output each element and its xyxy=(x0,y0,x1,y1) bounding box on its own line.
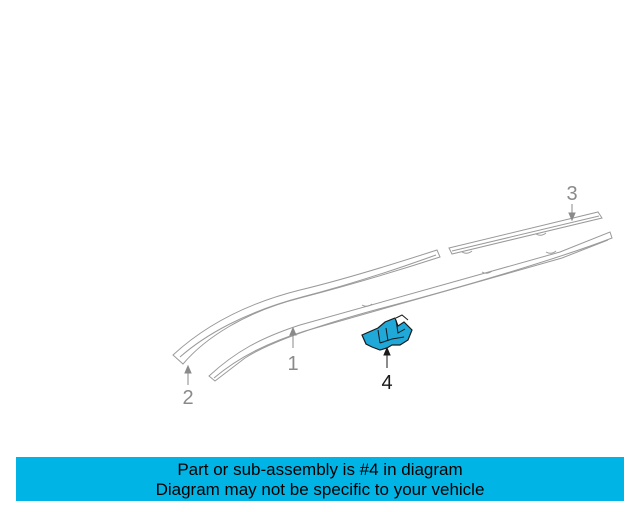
callout-leaders xyxy=(184,204,576,385)
parts-diagram: 1 2 3 4 xyxy=(172,183,613,409)
callout-2: 2 xyxy=(182,387,193,409)
callout-4: 4 xyxy=(381,372,392,394)
callout-1: 1 xyxy=(287,353,298,375)
part-2-front-molding[interactable] xyxy=(172,249,441,365)
callout-3: 3 xyxy=(566,183,577,205)
part-3-rear-molding[interactable] xyxy=(448,211,603,255)
banner-line-1: Part or sub-assembly is #4 in diagram xyxy=(177,460,463,479)
leader-1-arrow xyxy=(289,326,297,336)
leader-3-arrow xyxy=(568,212,576,222)
part-4-clip[interactable] xyxy=(361,314,413,351)
leader-4-arrow xyxy=(383,346,391,356)
banner-line-2: Diagram may not be specific to your vehi… xyxy=(155,480,485,499)
info-banner: Part or sub-assembly is #4 in diagram Di… xyxy=(16,457,624,501)
leader-2-arrow xyxy=(184,364,192,374)
